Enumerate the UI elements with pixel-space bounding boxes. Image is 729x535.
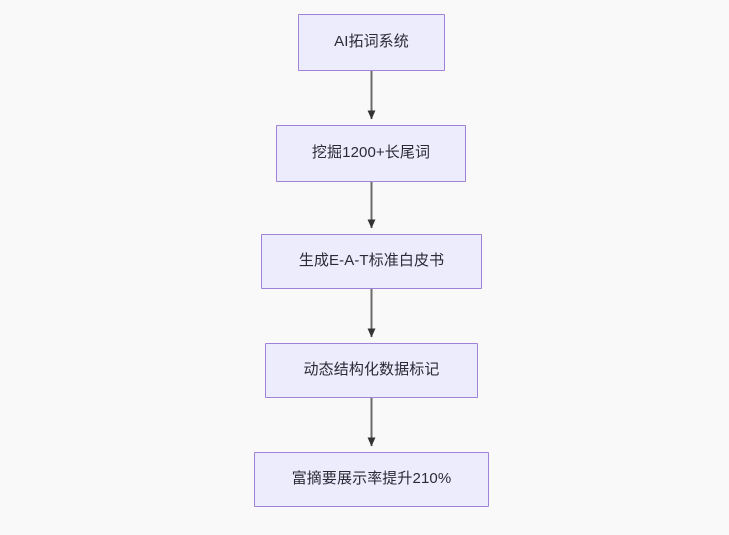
flow-node-dynamic-structured-data-markup[interactable]: 动态结构化数据标记: [265, 343, 478, 398]
flow-node-generate-eat-whitepaper[interactable]: 生成E-A-T标准白皮书: [261, 234, 482, 289]
flow-node-label: AI拓词系统: [334, 33, 409, 51]
flow-node-ai-keyword-system[interactable]: AI拓词系统: [298, 14, 445, 71]
flow-node-rich-snippet-impression-lift[interactable]: 富摘要展示率提升210%: [254, 452, 489, 507]
flow-node-label: 富摘要展示率提升210%: [291, 470, 452, 488]
flow-node-label: 生成E-A-T标准白皮书: [298, 252, 445, 270]
flow-node-label: 挖掘1200+长尾词: [311, 144, 431, 162]
flow-node-mine-longtail-keywords[interactable]: 挖掘1200+长尾词: [276, 125, 466, 182]
flow-node-label: 动态结构化数据标记: [303, 361, 440, 379]
